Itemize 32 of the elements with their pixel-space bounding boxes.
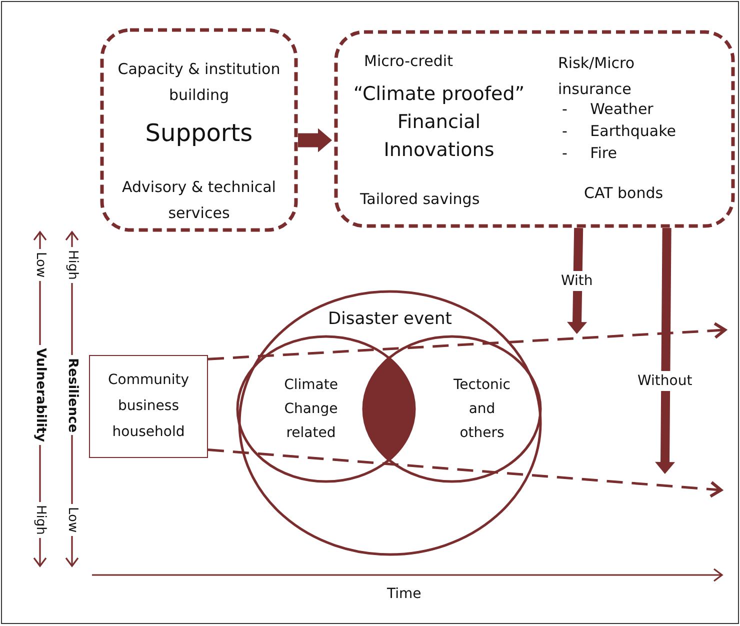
circle bbox=[362, 335, 542, 483]
heading-text: “Climate proofed” Financial Innovations bbox=[352, 82, 526, 163]
overlap-area bbox=[363, 356, 415, 462]
edge-label: Without bbox=[636, 371, 694, 391]
node-text: Advisory & technical services bbox=[121, 177, 277, 224]
circle bbox=[238, 290, 542, 556]
axis-label: High bbox=[32, 502, 48, 538]
dashed-arrow bbox=[208, 448, 722, 498]
node-text: Capacity & institution building bbox=[116, 59, 282, 106]
node-text: CAT bonds bbox=[584, 183, 664, 204]
axis-label: Vulnerability bbox=[32, 345, 48, 445]
node-text: Micro-credit bbox=[364, 51, 454, 72]
block-arrow bbox=[298, 128, 332, 152]
heading-text: Disaster event bbox=[327, 308, 453, 331]
node-text: Tectonic and others bbox=[452, 376, 512, 443]
dashed-arrow bbox=[208, 322, 726, 360]
node-text: Community business household bbox=[106, 371, 190, 442]
heading-text: Supports bbox=[144, 120, 254, 146]
node-text: Risk/Micro insurance bbox=[558, 53, 636, 100]
block-arrow bbox=[655, 228, 676, 474]
circle bbox=[236, 335, 416, 483]
edge-label: With bbox=[559, 271, 595, 291]
node-text: - Earthquake bbox=[562, 121, 678, 142]
dashed-rounded-box bbox=[100, 28, 298, 232]
node-text: Tailored savings bbox=[360, 189, 481, 210]
dashed-rounded-box bbox=[334, 30, 735, 228]
text-box bbox=[89, 355, 208, 458]
node-text: - Fire bbox=[562, 143, 618, 164]
node-text: - Weather bbox=[562, 99, 654, 120]
axis-label: High bbox=[64, 247, 80, 283]
block-arrow bbox=[567, 228, 588, 334]
node-text: Climate Change related bbox=[283, 376, 339, 443]
